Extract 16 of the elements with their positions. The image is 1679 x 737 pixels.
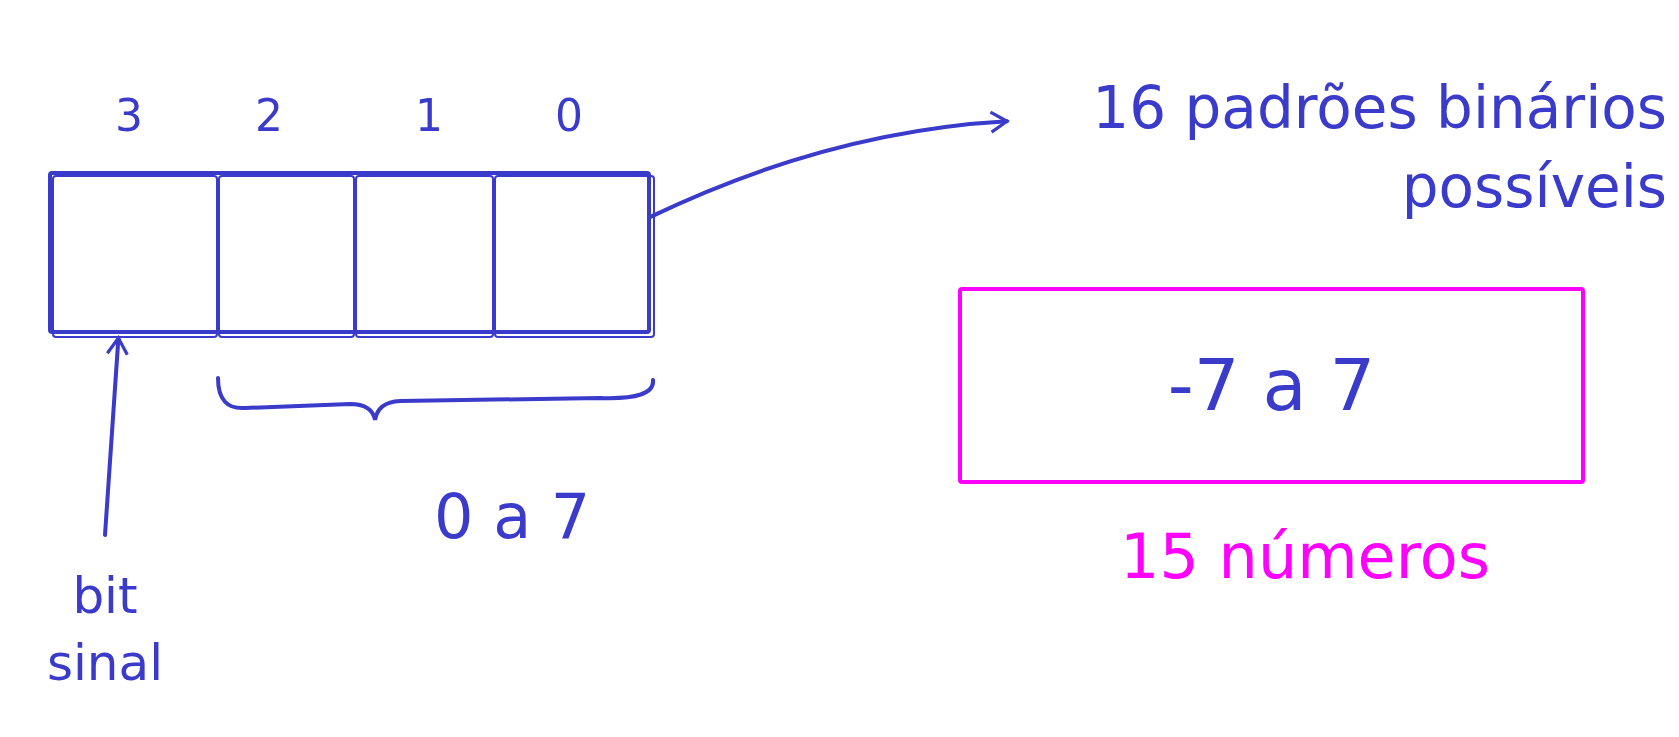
handwritten-note: bit sinal (30, 535, 180, 725)
range-note: 0 a 7 (434, 480, 591, 553)
bit-cell (52, 175, 218, 338)
range-text: -7 a 7 (1167, 341, 1376, 429)
bit-cell (218, 175, 355, 338)
arrow (103, 336, 129, 537)
range-box (958, 287, 1585, 484)
bit-number: 2 (255, 90, 283, 141)
bit-number: 0 (555, 90, 583, 141)
bit-cell (494, 175, 655, 338)
arrow (649, 110, 1009, 219)
bit-number: 1 (415, 90, 443, 141)
bit-number: 3 (115, 90, 143, 141)
bit-cell (355, 175, 494, 338)
count-note: 15 números (1120, 520, 1491, 593)
handwritten-note: 16 padrões binários possíveis (1007, 60, 1667, 235)
